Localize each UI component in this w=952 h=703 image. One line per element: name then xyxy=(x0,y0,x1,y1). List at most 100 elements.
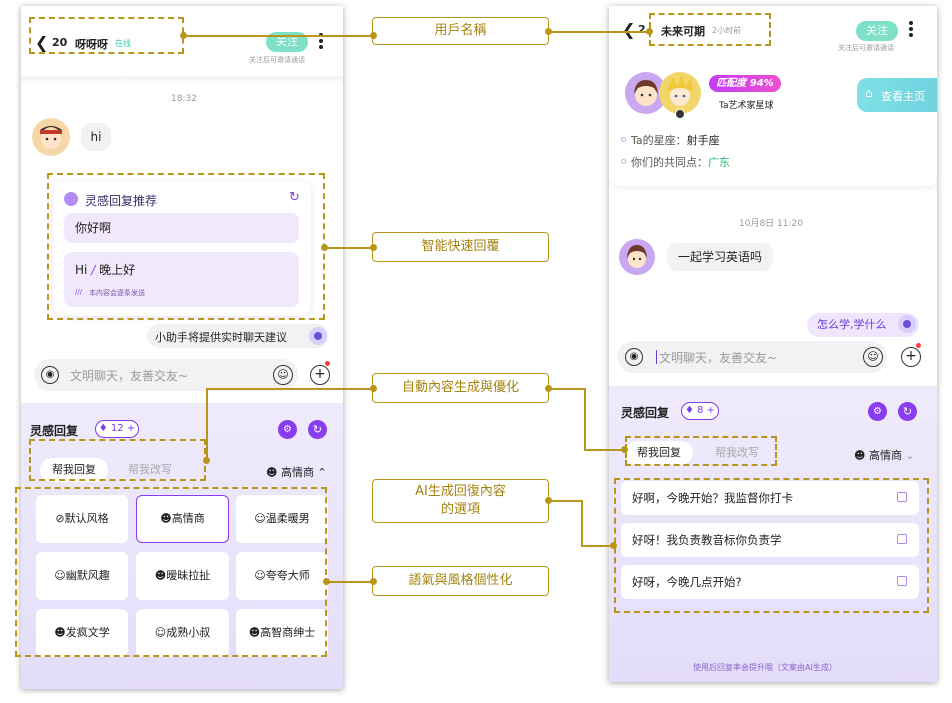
contact-avatar xyxy=(625,72,667,114)
refresh-panel-icon[interactable]: ↻ xyxy=(898,402,917,421)
follow-button[interactable]: 关注 xyxy=(856,21,898,41)
tab-help-rewrite[interactable]: 帮我改写 xyxy=(715,446,759,459)
style-label: 夸夸大师 xyxy=(265,569,310,582)
panel-title: 灵感回复 xyxy=(30,424,79,438)
style-selector[interactable]: ☻ 高情商 ⌄ xyxy=(854,447,915,463)
assistant-robot-icon xyxy=(309,327,327,345)
edit-icon[interactable] xyxy=(897,534,907,544)
tab-help-rewrite[interactable]: 帮我改写 xyxy=(128,463,172,476)
connector-dot xyxy=(621,446,628,453)
style-option[interactable]: ☻高智商绅士 xyxy=(236,609,328,657)
connector-line xyxy=(584,388,586,450)
voice-icon[interactable]: ◉ xyxy=(41,366,59,384)
style-emoji-icon: ⊘ xyxy=(55,512,65,525)
incoming-message: hi xyxy=(81,123,111,151)
edit-icon[interactable] xyxy=(897,576,907,586)
connector-line xyxy=(548,388,585,390)
tab-help-reply[interactable]: 帮我回复 xyxy=(625,441,693,465)
connector-dot xyxy=(203,457,210,464)
connector-line xyxy=(325,247,373,249)
reply-option-2[interactable]: Hi / 晚上好 /// 本内容会逐条发送 xyxy=(64,252,299,307)
gem-counter[interactable]: ♦ 12 + xyxy=(95,420,139,438)
style-option[interactable]: ☻暧昧拉扯 xyxy=(136,552,229,600)
style-emoji-icon: ☺ xyxy=(54,569,66,582)
connector-dot xyxy=(370,244,377,251)
option-2-part-a: Hi xyxy=(75,263,88,277)
text-cursor xyxy=(656,350,657,364)
back-count: 20 xyxy=(52,36,68,49)
ai-reply-option[interactable]: 好啊，今晚开始？我监督你打卡 xyxy=(621,481,919,515)
bullet-icon xyxy=(621,137,626,142)
style-emoji-icon: ☻ xyxy=(160,512,172,525)
footer-note: 使用后回复率会提升哦（文案由AI生成） xyxy=(693,663,837,672)
input-placeholder: 文明聊天，友善交友~ xyxy=(70,369,189,383)
home-icon: ⌂ xyxy=(865,86,873,100)
chat-username: 呀呀呀 xyxy=(75,38,108,51)
more-options-icon[interactable] xyxy=(909,21,913,39)
plus-icon[interactable]: + xyxy=(901,347,921,367)
style-label: 默认风格 xyxy=(64,512,109,525)
style-option[interactable]: ☺温柔暖男 xyxy=(236,495,328,543)
style-emoji-icon: ☻ xyxy=(154,569,167,582)
emoji-icon[interactable]: ☺ xyxy=(863,347,883,367)
style-option[interactable]: ☺夸夸大师 xyxy=(236,552,328,600)
style-selector[interactable]: ☻ 高情商 ⌃ xyxy=(266,464,327,480)
style-label: 暧昧拉扯 xyxy=(166,569,211,582)
refresh-icon[interactable]: ↻ xyxy=(289,190,300,205)
style-emoji-icon: ☺ xyxy=(254,569,266,582)
tab-help-reply[interactable]: 帮我回复 xyxy=(40,458,108,482)
style-option[interactable]: ☺成熟小叔 xyxy=(136,609,229,657)
message-input[interactable] xyxy=(34,359,298,391)
style-option[interactable]: ☺幽默风趣 xyxy=(36,552,128,600)
voice-icon[interactable]: ◉ xyxy=(625,348,643,366)
style-option[interactable]: ⊘默认风格 xyxy=(36,495,128,543)
my-avatar xyxy=(659,72,701,114)
settings-icon[interactable]: ⚙ xyxy=(278,420,297,439)
follow-hint: 关注后可邀请通话 xyxy=(838,44,894,52)
connector-dot xyxy=(545,497,552,504)
plus-icon[interactable]: + xyxy=(310,365,330,385)
style-emoji-icon: ☻ xyxy=(854,449,866,462)
message-input[interactable] xyxy=(617,341,887,373)
contact-avatar xyxy=(619,239,655,275)
emoji-icon[interactable]: ☺ xyxy=(273,365,293,385)
zodiac-value: 射手座 xyxy=(686,134,720,147)
annotation-ai-options-line2: 的選項 xyxy=(440,502,480,517)
chat-timestamp: 18:32 xyxy=(171,94,197,104)
connector-line xyxy=(548,500,582,502)
back-chevron-icon[interactable]: ❮ xyxy=(35,33,49,52)
settings-icon[interactable]: ⚙ xyxy=(868,402,887,421)
common-label: 你们的共同点： xyxy=(631,156,708,169)
style-option-selected[interactable]: ☻高情商 xyxy=(136,495,229,543)
separator-slash-icon: / xyxy=(91,263,96,277)
last-seen: 2小时前 xyxy=(712,26,742,35)
style-label: 成熟小叔 xyxy=(166,626,211,639)
style-emoji-icon: ☻ xyxy=(54,626,66,639)
edit-icon[interactable] xyxy=(897,492,907,502)
style-label: 高智商绅士 xyxy=(260,626,316,639)
gem-add-icon: + xyxy=(706,405,716,416)
connector-dot xyxy=(545,28,552,35)
ai-reply-option[interactable]: 好呀！我负责教音标你负责学 xyxy=(621,523,919,557)
annotation-ai-options: AI生成回復內容 的選項 xyxy=(372,479,549,523)
connector-line xyxy=(206,388,208,461)
zodiac-row: Ta的星座：射手座 xyxy=(631,132,720,148)
option-2-part-b: 晚上好 xyxy=(99,263,136,277)
gem-counter[interactable]: ♦ 8 + xyxy=(681,402,719,420)
sequential-send-icon: /// xyxy=(75,288,83,296)
assistant-tip-bubble xyxy=(147,324,329,348)
reply-option-1[interactable]: 你好啊 xyxy=(64,213,299,243)
refresh-panel-icon[interactable]: ↻ xyxy=(308,420,327,439)
planet-tag: Ta艺术家星球 xyxy=(719,101,774,111)
gem-count: 8 xyxy=(697,405,704,416)
gem-icon: ♦ xyxy=(684,405,694,416)
back-chevron-icon[interactable]: ❮ xyxy=(622,20,636,39)
highlight-smart-reply xyxy=(47,173,325,320)
ai-reply-option[interactable]: 好呀，今晚几点开始? xyxy=(621,565,919,599)
common-row: 你们的共同点：广东 xyxy=(631,154,730,170)
follow-button[interactable]: 关注 xyxy=(266,32,308,52)
style-option[interactable]: ☻发疯文学 xyxy=(36,609,128,657)
view-home-button[interactable]: ⌂ 查看主页 xyxy=(857,78,937,112)
back-count: 2 xyxy=(638,23,646,36)
connector-dot xyxy=(180,32,187,39)
